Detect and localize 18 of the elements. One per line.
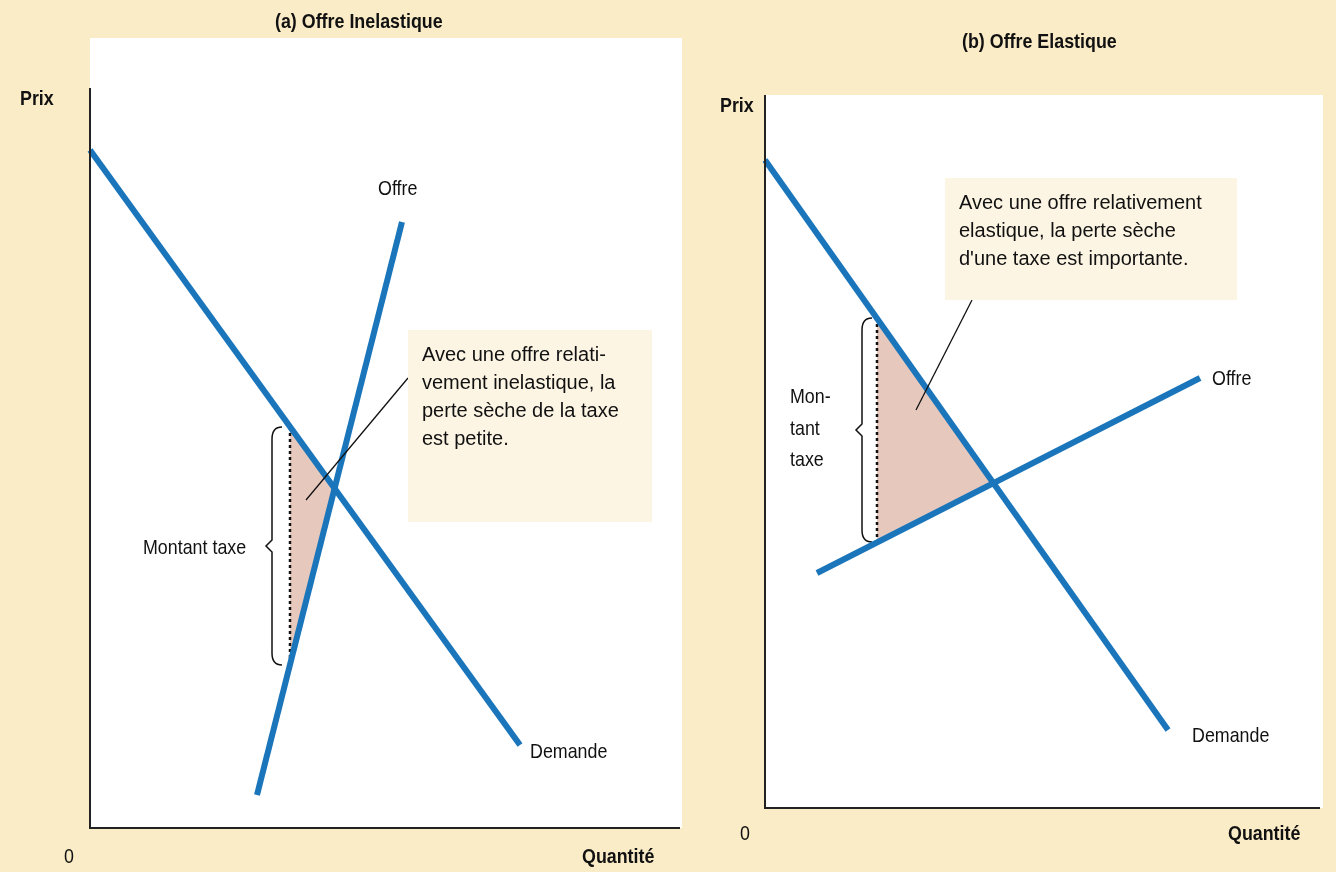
axis-label: Quantité <box>1228 820 1301 846</box>
axis-origin: 0 <box>64 843 74 869</box>
leader-line <box>305 377 409 501</box>
panel-title: (a) Offre Inelastique <box>275 8 443 34</box>
callout-note: Avec une offre relati- vement inelastique, la perte sèche de la taxe est petite. <box>408 330 652 522</box>
axis-label: Prix <box>20 85 54 111</box>
axis-origin: 0 <box>740 820 750 846</box>
axis-label: Prix <box>720 92 754 118</box>
callout-note: Avec une offre relativement elastique, la perte sèche d'une taxe est importante. <box>945 178 1237 300</box>
panel-title: (b) Offre Elastique <box>962 28 1117 54</box>
curve-label: Offre <box>1212 365 1252 391</box>
curve-label: Offre <box>378 175 418 201</box>
bracket-label: Montant taxe <box>143 534 247 560</box>
bracket-label: Mon- tant taxe <box>790 383 832 472</box>
curve-label: Demande <box>530 738 608 764</box>
leader-line <box>915 299 973 411</box>
curve-label: Demande <box>1192 722 1270 748</box>
axis-label: Quantité <box>582 843 655 869</box>
